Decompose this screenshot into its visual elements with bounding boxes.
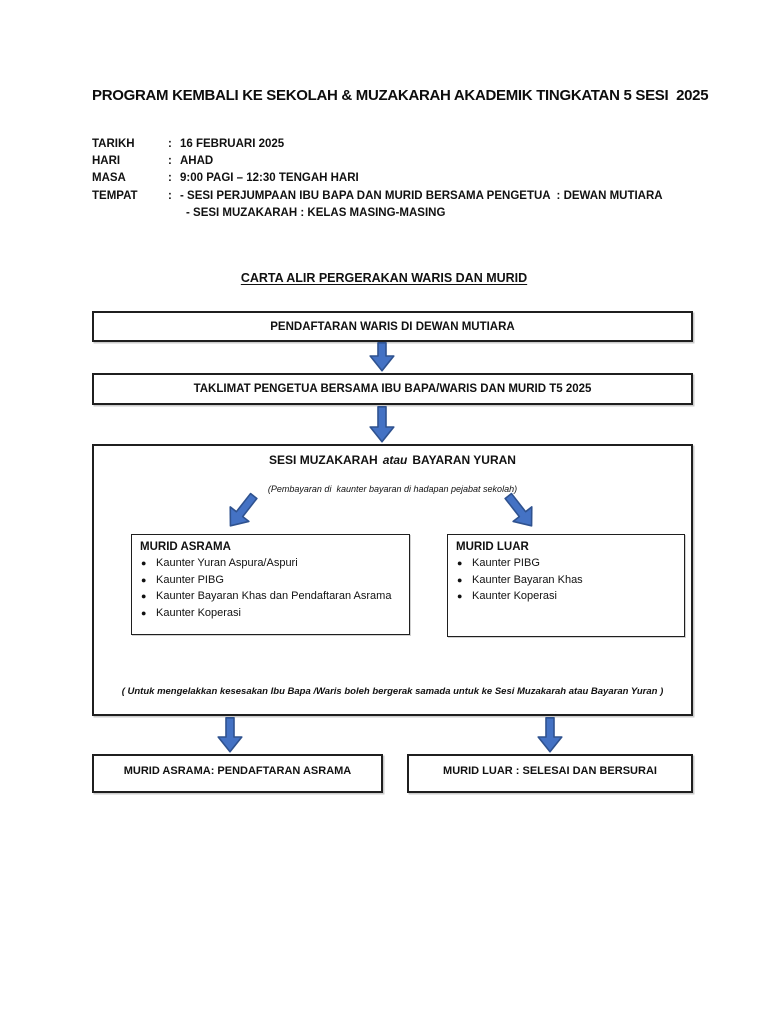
list-item-label: Kaunter Bayaran Khas dan Pendaftaran Asr… [156,590,392,602]
session-title-part2: BAYARAN YURAN [412,453,516,467]
down-left-arrow-icon [229,492,258,527]
detail-colon: : [168,189,172,202]
outcome-box-asrama: MURID ASRAMA: PENDAFTARAN ASRAMA [92,754,383,793]
bullet-icon: ● [141,591,147,601]
detail-label: TARIKH [92,138,135,150]
down-arrow-icon [369,406,395,443]
detail-row-tempat-line2: - SESI MUZAKARAH : KELAS MASING-MASING [92,205,663,222]
flow-box-pendaftaran: PENDAFTARAN WARIS DI DEWAN MUTIARA [92,311,693,342]
list-item: ● Kaunter Bayaran Khas dan Pendaftaran A… [140,588,401,605]
down-arrow-icon [217,717,243,753]
murid-asrama-box: MURID ASRAMA ● Kaunter Yuran Aspura/Aspu… [131,534,410,635]
session-box: SESI MUZAKARAH atau BAYARAN YURAN (Pembaya… [92,444,693,716]
list-item-label: Kaunter Bayaran Khas [472,573,583,586]
session-subtitle: (Pembayaran di kaunter bayaran di hadapa… [267,484,518,494]
flowchart-heading-text: CARTA ALIR PERGERAKAN WARIS DAN MURID [240,271,528,285]
bullet-icon: ● [141,607,147,618]
detail-colon: : [168,155,172,168]
bullet-icon: ● [141,558,147,568]
detail-label: HARI [92,155,121,168]
flow-box-taklimat-label: TAKLIMAT PENGETUA BERSAMA IBU BAPA/WARIS… [193,383,592,395]
detail-label: MASA [92,172,126,185]
list-item: ● Kaunter Koperasi [140,605,401,622]
details-table: TARIKH : 16 FEBRUARI 2025 HARI : AHAD MA… [92,136,663,222]
murid-luar-box: MURID LUAR ● Kaunter PIBG ● Kaunter Baya… [447,534,685,637]
detail-colon: : [168,172,172,185]
detail-row-hari: HARI : AHAD [92,153,663,170]
detail-row-tarikh: TARIKH : 16 FEBRUARI 2025 [92,136,663,153]
flow-box-pendaftaran-label: PENDAFTARAN WARIS DI DEWAN MUTIARA [270,320,515,333]
session-title-part1: SESI MUZAKARAH [269,453,378,467]
page-title: PROGRAM KEMBALI KE SEKOLAH & MUZAKARAH A… [92,87,709,104]
flowchart-heading: CARTA ALIR PERGERAKAN WARIS DAN MURID [0,271,768,285]
list-item-label: Kaunter Koperasi [156,606,241,619]
bullet-icon: ● [457,574,463,585]
detail-row-masa: MASA : 9:00 PAGI – 12:30 TENGAH HARI [92,170,663,187]
detail-label [92,205,168,222]
list-item-label: Kaunter PIBG [156,573,224,586]
list-item: ● Kaunter Koperasi [456,588,676,605]
bullet-icon: ● [457,591,463,601]
list-item: ● Kaunter PIBG [456,555,676,572]
murid-asrama-title: MURID ASRAMA [140,541,231,553]
detail-colon [168,205,180,222]
outcome-box-luar-label: MURID LUAR : SELESAI DAN BERSURAI [443,764,657,777]
list-item: ● Kaunter Yuran Aspura/Aspuri [140,555,401,572]
detail-value: AHAD [180,155,214,168]
outcome-box-luar: MURID LUAR : SELESAI DAN BERSURAI [407,754,693,793]
outcome-box-asrama-label: MURID ASRAMA: PENDAFTARAN ASRAMA [123,764,352,777]
session-title: SESI MUZAKARAH atau BAYARAN YURAN [94,453,691,467]
list-item: ● Kaunter Bayaran Khas [456,572,676,589]
murid-luar-title: MURID LUAR [456,541,529,553]
session-note: ( Untuk mengelakkan kesesakan Ibu Bapa /… [121,686,664,697]
down-arrow-icon [537,717,563,753]
list-item-label: Kaunter PIBG [472,557,540,569]
detail-value: - SESI MUZAKARAH : KELAS MASING-MASING [186,206,446,219]
detail-value: 9:00 PAGI – 12:30 TENGAH HARI [180,172,359,185]
detail-row-tempat: TEMPAT : - SESI PERJUMPAAN IBU BAPA DAN … [92,188,663,205]
list-item: ● Kaunter PIBG [140,572,401,589]
flow-box-taklimat: TAKLIMAT PENGETUA BERSAMA IBU BAPA/WARIS… [92,373,693,405]
down-arrow-icon [369,342,395,372]
detail-colon: : [168,138,172,150]
detail-value: - SESI PERJUMPAAN IBU BAPA DAN MURID BER… [180,189,663,202]
bullet-icon: ● [457,558,463,568]
list-item-label: Kaunter Koperasi [472,590,557,602]
detail-label: TEMPAT [92,189,138,202]
detail-value: 16 FEBRUARI 2025 [180,138,285,150]
session-title-atau: atau [382,453,408,467]
bullet-icon: ● [141,574,147,585]
down-right-arrow-icon [504,492,533,527]
list-item-label: Kaunter Yuran Aspura/Aspuri [156,557,298,569]
